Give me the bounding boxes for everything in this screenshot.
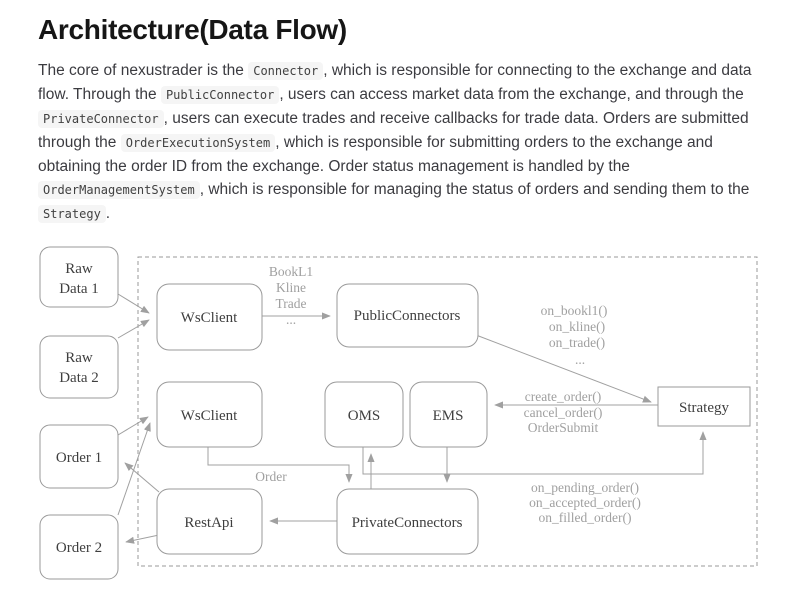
node-raw-data-2 — [39, 335, 119, 399]
arrow-order-1-to-ws-client-2 — [117, 416, 149, 436]
edge-label-on-bookl1: on_bookl1() — [541, 303, 608, 318]
arrow-rest-api-to-order-1 — [124, 462, 160, 493]
node-label-order-2: Order 2 — [56, 540, 102, 556]
node-order-2 — [39, 514, 119, 580]
arrow-order-2-to-ws-client-2 — [117, 422, 151, 516]
edge-label-book-l1: BookL1 — [269, 264, 313, 279]
arrow-raw-data-2-to-ws-client-1 — [117, 319, 150, 339]
arrow-ws-client-2-to-private-connectors — [207, 447, 353, 483]
arrow-raw-data-1-to-ws-client-1 — [117, 293, 150, 314]
edge-label-on-trade: on_trade() — [549, 335, 605, 350]
node-label-public-connectors: PublicConnectors — [354, 308, 461, 324]
edge-label-order: Order — [255, 469, 287, 484]
text-segment: . — [105, 205, 111, 222]
inline-code-private-connector: PrivateConnector — [38, 110, 164, 128]
node-label-oms: OMS — [348, 408, 381, 424]
edge-label-ellipsis-top: ... — [286, 312, 296, 327]
edge-label-create-order: create_order() — [525, 389, 601, 404]
edge-label-kline: Kline — [276, 280, 306, 295]
text-segment: , which is responsible for connecting to… — [38, 62, 752, 103]
text-segment: , users can execute trades and receive c… — [38, 110, 749, 151]
edge-label-order-submit: OrderSubmit — [528, 420, 599, 435]
system-boundary — [137, 256, 758, 567]
edge-label-ellipsis-mid: ... — [575, 352, 585, 367]
node-label-ws-client-2: WsClient — [181, 408, 238, 424]
node-rest-api — [156, 488, 263, 555]
architecture-diagram: Raw Data 1 Raw Data 2 Order 1 Order 2 Ws… — [39, 246, 758, 580]
edge-label-on-accepted-order: on_accepted_order() — [529, 495, 641, 510]
node-ems — [409, 381, 488, 448]
edge-label-on-pending-order: on_pending_order() — [531, 480, 639, 495]
node-raw-data-1 — [39, 246, 119, 308]
intro-paragraph: The core of nexustrader is the Connector… — [38, 59, 764, 226]
text-segment: , which is responsible for submitting or… — [38, 134, 713, 175]
node-oms — [324, 381, 404, 448]
node-strategy — [657, 386, 751, 427]
node-label-strategy: Strategy — [679, 400, 729, 416]
edge-label-on-filled-order: on_filled_order() — [539, 510, 632, 525]
inline-code-public-connector: PublicConnector — [160, 86, 280, 104]
node-public-connectors — [336, 283, 479, 348]
text-segment: The core of nexustrader is the — [38, 62, 249, 79]
node-order-1 — [39, 424, 119, 489]
edge-label-on-kline: on_kline() — [549, 319, 605, 334]
node-label-ems: EMS — [433, 408, 464, 424]
node-label-raw-data-2: Data 2 — [59, 370, 99, 386]
node-label-order-1: Order 1 — [56, 450, 102, 466]
arrow-oms-to-strategy — [362, 431, 707, 475]
node-label-ws-client-1: WsClient — [181, 310, 238, 326]
node-label-private-connectors: PrivateConnectors — [352, 515, 463, 531]
text-segment: , which is responsible for managing the … — [199, 181, 750, 198]
node-label-raw-data-1: Data 1 — [59, 281, 99, 297]
edge-label-trade: Trade — [275, 296, 306, 311]
node-label-raw-data-2: Raw — [65, 350, 93, 366]
inline-code-order-execution-system: OrderExecutionSystem — [120, 134, 276, 152]
inline-code-strategy: Strategy — [38, 205, 106, 223]
node-label-rest-api: RestApi — [184, 515, 233, 531]
inline-code-connector: Connector — [248, 62, 324, 80]
node-ws-client-2 — [156, 381, 263, 448]
page-title: Architecture(Data Flow) — [38, 14, 347, 45]
node-private-connectors — [336, 488, 479, 555]
node-ws-client-1 — [156, 283, 263, 351]
text-segment: , users can access market data from the … — [279, 86, 744, 103]
edge-label-cancel-order: cancel_order() — [524, 405, 603, 420]
node-label-raw-data-1: Raw — [65, 261, 93, 277]
inline-code-order-management-system: OrderManagementSystem — [38, 181, 200, 199]
arrow-public-connectors-to-strategy — [475, 334, 652, 403]
arrow-rest-api-to-order-2 — [125, 534, 160, 544]
